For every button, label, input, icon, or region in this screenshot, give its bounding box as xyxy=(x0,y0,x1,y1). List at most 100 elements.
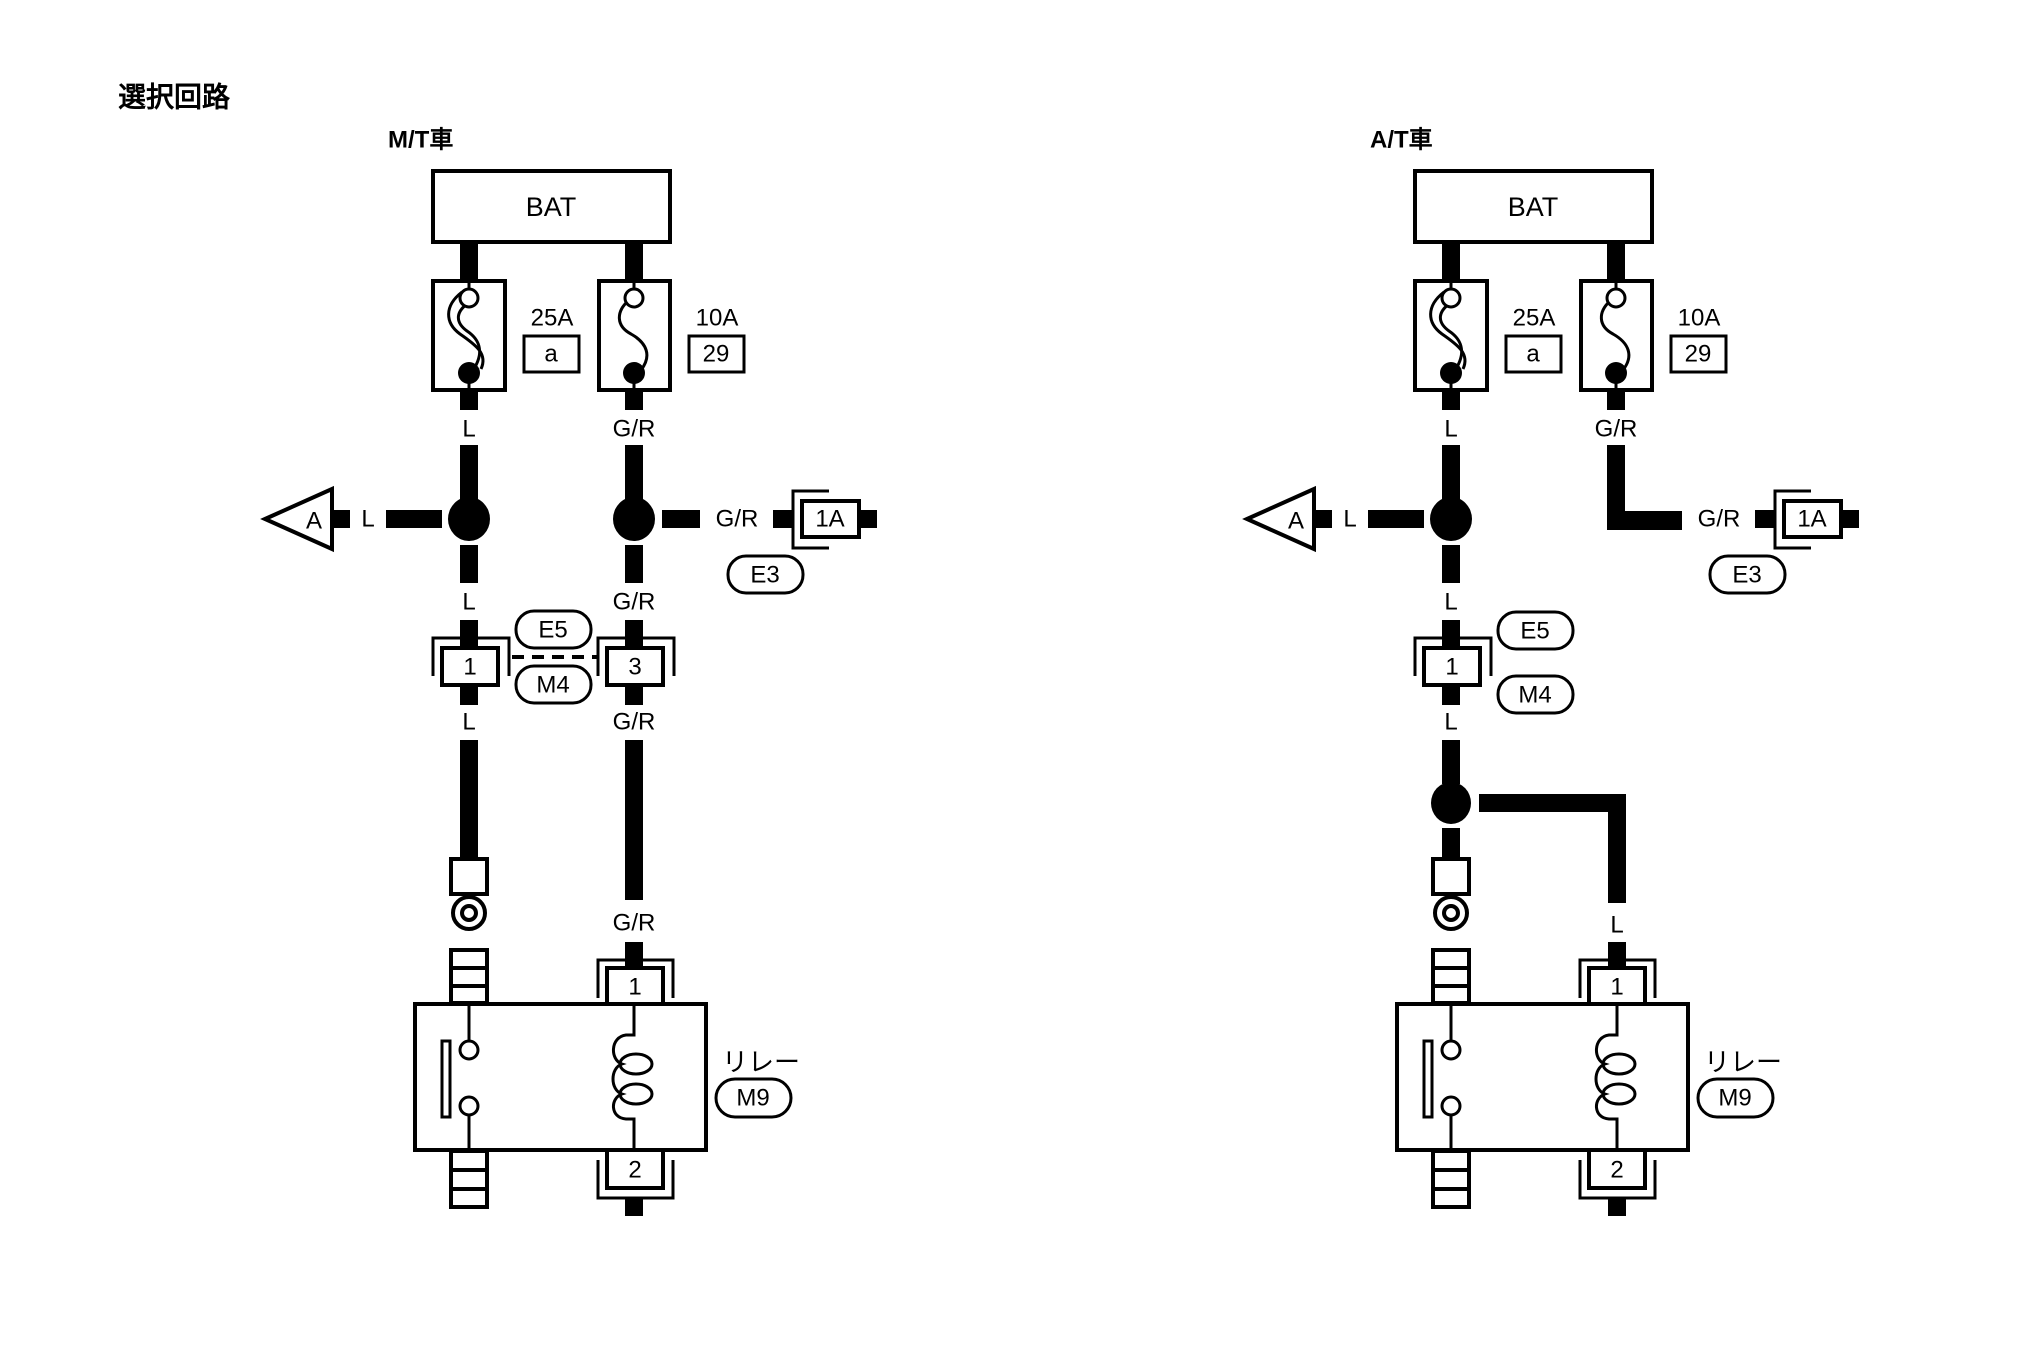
wire-segment xyxy=(1442,620,1460,650)
wire-color-label: L xyxy=(462,416,475,443)
fuse-terminal-closed xyxy=(623,362,645,384)
wire-segment xyxy=(460,685,478,705)
battery-label: BAT xyxy=(526,192,577,222)
wire-segment xyxy=(460,740,478,858)
connector-shell xyxy=(596,958,675,998)
fuse-element xyxy=(617,299,649,371)
fuse-main xyxy=(431,279,507,392)
wire-segment xyxy=(625,545,643,583)
wire-segment xyxy=(460,390,478,410)
wire-segment xyxy=(1755,510,1775,528)
connector-pin-box xyxy=(800,499,861,539)
wire-segment xyxy=(773,510,793,528)
battery-box xyxy=(431,169,672,244)
wire-segment xyxy=(1608,942,1626,968)
wire-segment xyxy=(1607,390,1625,410)
terminal-square xyxy=(449,857,489,896)
wire-segment xyxy=(1442,545,1460,583)
wire-color-label: L xyxy=(462,709,475,736)
fuse-rating: 10A xyxy=(696,305,739,332)
fuse-id: 29 xyxy=(1685,341,1712,368)
wire-segment xyxy=(1841,510,1859,528)
diagram-at: A/T車 BAT 25A a 10A 29 L xyxy=(1242,127,1859,1216)
connector-shell xyxy=(431,636,511,676)
coil-loop xyxy=(1601,1052,1637,1076)
connector-id-badge xyxy=(714,1077,793,1119)
relay-body xyxy=(413,1002,708,1152)
wire-color-label: L xyxy=(1610,912,1623,939)
coil-icon xyxy=(1594,1004,1619,1150)
wire-segment xyxy=(625,740,643,900)
wire-segment xyxy=(625,620,643,650)
wire-segment xyxy=(1442,242,1460,281)
connector-id: M9 xyxy=(736,1085,769,1112)
wire-segment-bend xyxy=(1607,445,1682,530)
connector-shell xyxy=(1773,489,1811,550)
fuse-rating: 10A xyxy=(1678,305,1721,332)
wire-segment xyxy=(625,242,643,281)
relay-terminal-stack xyxy=(449,1149,489,1209)
fuse-element xyxy=(1438,302,1464,368)
wire-segment xyxy=(625,1198,643,1216)
wire-color-label: L xyxy=(1444,416,1457,443)
switch-contact xyxy=(458,1095,480,1117)
fuse-element xyxy=(1599,299,1631,371)
fuse-id: a xyxy=(1526,341,1540,368)
switch-contact xyxy=(458,1039,480,1061)
relay: 1 2 リレー M9 xyxy=(413,948,800,1216)
connector-pin-box xyxy=(1587,1148,1647,1190)
relay-pin: 2 xyxy=(1610,1157,1623,1184)
fuse-id-box xyxy=(687,334,746,374)
connector-pin: 1 xyxy=(1445,654,1458,681)
relay-body xyxy=(1395,1002,1690,1152)
wire-color-label: L xyxy=(361,506,374,533)
relay-terminal-stack xyxy=(1431,1149,1471,1209)
fuse-terminal-open xyxy=(1605,287,1627,309)
connector-id-badge xyxy=(1496,610,1575,651)
wire-color-label: G/R xyxy=(716,506,759,533)
switch-blade xyxy=(1422,1039,1434,1119)
relay-terminal-stack xyxy=(449,948,489,1005)
wire-color-label: L xyxy=(462,589,475,616)
variant-label: M/T車 xyxy=(388,127,453,154)
wire-segment xyxy=(662,510,700,528)
connector-shell xyxy=(791,489,829,550)
battery-box xyxy=(1413,169,1654,244)
relay-pin: 1 xyxy=(1610,974,1623,1001)
coil-loop xyxy=(618,1082,654,1106)
wire-segment xyxy=(460,242,478,281)
fuse-terminal-open xyxy=(1440,287,1462,309)
fuse-element xyxy=(447,290,485,370)
fuse-terminal-closed xyxy=(458,362,480,384)
relay-pin: 2 xyxy=(628,1157,641,1184)
wire-segment xyxy=(625,445,643,500)
relay-terminal-stack xyxy=(1431,948,1471,1005)
wire-segment xyxy=(1442,390,1460,410)
connector-id-badge xyxy=(514,664,593,705)
connector-id-badge xyxy=(514,609,593,650)
connector-id-badge xyxy=(1708,554,1787,595)
connector-pin-box xyxy=(605,966,665,1006)
ring-terminal-icon xyxy=(451,895,487,931)
wire-segment xyxy=(1442,740,1460,784)
variant-label: A/T車 xyxy=(1370,127,1433,154)
wire-segment xyxy=(1442,828,1460,858)
wire-color-label: G/R xyxy=(1698,506,1741,533)
connector-pin-box xyxy=(1782,499,1843,539)
connector-pin: 1A xyxy=(815,506,844,533)
fuse-sub xyxy=(597,279,672,392)
connector-pin: 1 xyxy=(463,654,476,681)
connector-pin-box xyxy=(1422,646,1482,687)
wire-segment xyxy=(460,545,478,583)
fuse-main xyxy=(1413,279,1489,392)
wire-segment xyxy=(460,445,478,500)
coil-loop xyxy=(618,1052,654,1076)
fuse-element xyxy=(456,302,482,368)
connector-id: E5 xyxy=(538,617,567,644)
connector-pin-box xyxy=(440,646,500,687)
fuse-rating: 25A xyxy=(531,305,574,332)
fuse-rating: 25A xyxy=(1513,305,1556,332)
wire-segment xyxy=(625,390,643,410)
branch-arrow-label: A xyxy=(1288,508,1304,535)
